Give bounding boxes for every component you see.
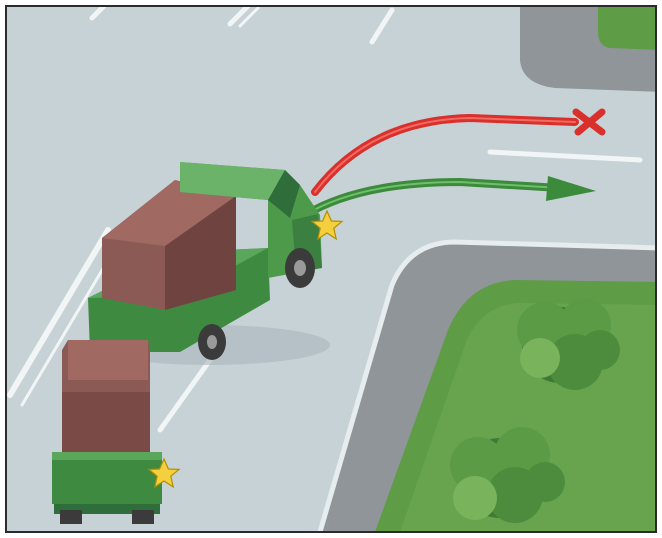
rear-truck xyxy=(52,340,162,524)
upper-right-grass xyxy=(598,6,662,50)
rear-truck-wheel-left xyxy=(60,510,82,524)
rear-truck-wheel-right xyxy=(132,510,154,524)
